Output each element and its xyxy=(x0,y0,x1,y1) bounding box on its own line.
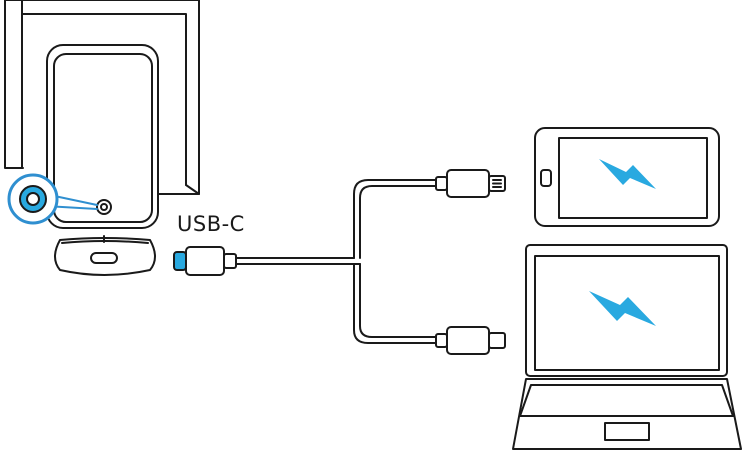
usb-c-label: USB-C xyxy=(177,212,245,236)
lightning-connector-bottom xyxy=(435,326,506,355)
tablet xyxy=(534,127,720,227)
lightning-bolt-icon xyxy=(589,291,656,326)
usb-c-plug xyxy=(173,246,237,276)
laptop xyxy=(512,244,742,450)
power-bank-body xyxy=(46,44,159,229)
lightning-connector-top xyxy=(435,169,506,198)
lightning-bolt-icon xyxy=(599,159,656,189)
cable-splitter xyxy=(235,179,437,344)
port-highlight-callout xyxy=(7,173,98,225)
power-bank-bottom-view xyxy=(54,235,156,276)
